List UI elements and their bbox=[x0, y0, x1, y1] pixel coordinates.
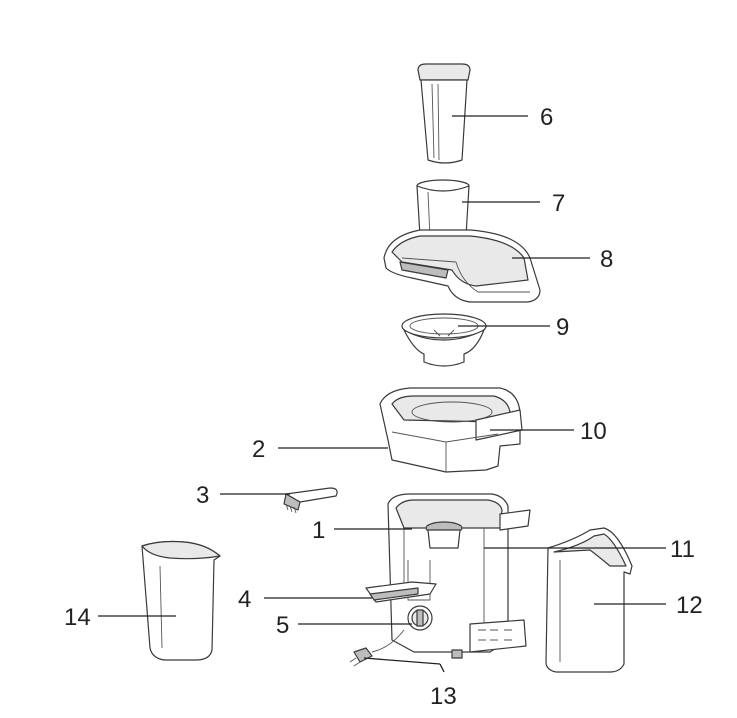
callout-6: 6 bbox=[540, 104, 553, 131]
callout-4: 4 bbox=[238, 586, 251, 613]
part-cleaning-brush bbox=[283, 487, 338, 514]
part-lid bbox=[383, 229, 541, 303]
leader-lines bbox=[98, 115, 666, 673]
leader-13a bbox=[363, 657, 441, 665]
callout-9: 9 bbox=[556, 314, 569, 341]
part-control-knob bbox=[407, 605, 433, 631]
callout-14: 14 bbox=[64, 604, 91, 631]
leader-13b bbox=[439, 663, 445, 673]
callout-3: 3 bbox=[196, 482, 209, 509]
callout-11: 11 bbox=[670, 536, 695, 563]
callout-12: 12 bbox=[676, 592, 703, 619]
callout-7: 7 bbox=[552, 190, 565, 217]
callout-13: 13 bbox=[430, 683, 457, 710]
part-pulp-container bbox=[545, 527, 633, 673]
part-juice-collector bbox=[379, 387, 523, 473]
callout-2: 2 bbox=[252, 436, 265, 463]
callout-1: 1 bbox=[312, 517, 325, 544]
part-filter-basket bbox=[401, 313, 487, 367]
part-pusher bbox=[417, 63, 471, 164]
callout-numbers: 6 7 8 9 10 2 3 1 11 4 12 14 5 13 bbox=[64, 104, 703, 710]
callout-10: 10 bbox=[580, 418, 607, 445]
part-motor-base bbox=[387, 493, 531, 659]
part-power-cord bbox=[349, 629, 405, 667]
callout-8: 8 bbox=[600, 246, 613, 273]
part-juice-jug bbox=[141, 540, 221, 661]
part-pulp-outlet bbox=[365, 581, 437, 603]
callout-5: 5 bbox=[276, 612, 289, 639]
